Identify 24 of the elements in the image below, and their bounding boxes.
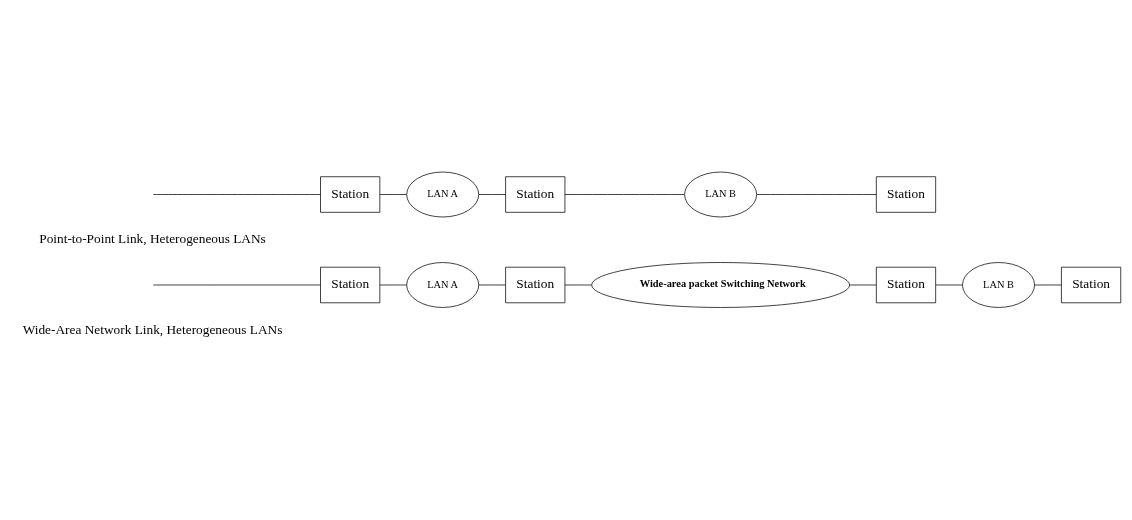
- node-ellipse: LAN A: [406, 262, 480, 308]
- node-ellipse: Wide-area packet Switching Network: [591, 262, 850, 308]
- connector: [849, 284, 877, 286]
- node-box: Station: [505, 176, 566, 213]
- node-ellipse: LAN A: [406, 171, 480, 218]
- node-ellipse: LAN B: [684, 171, 757, 218]
- node-box: Station: [875, 176, 937, 213]
- connector: [935, 284, 963, 286]
- node-box: Station: [1061, 266, 1122, 304]
- connector: [152, 284, 321, 286]
- node-box: Station: [875, 266, 937, 304]
- node-box: Station: [320, 176, 381, 213]
- connector: [564, 194, 685, 195]
- connector: [478, 284, 506, 286]
- connector: [756, 194, 877, 195]
- label: Wide-Area Network Link, Heterogeneous LANs: [22, 321, 283, 337]
- label: Point-to-Point Link, Heterogeneous LANs: [39, 231, 266, 247]
- connector: [1034, 284, 1062, 286]
- connector: [379, 194, 407, 195]
- connector: [478, 194, 506, 195]
- node-box: Station: [505, 266, 566, 304]
- node-box: Station: [320, 266, 381, 304]
- node-ellipse: LAN B: [962, 262, 1035, 308]
- connector: [152, 194, 321, 195]
